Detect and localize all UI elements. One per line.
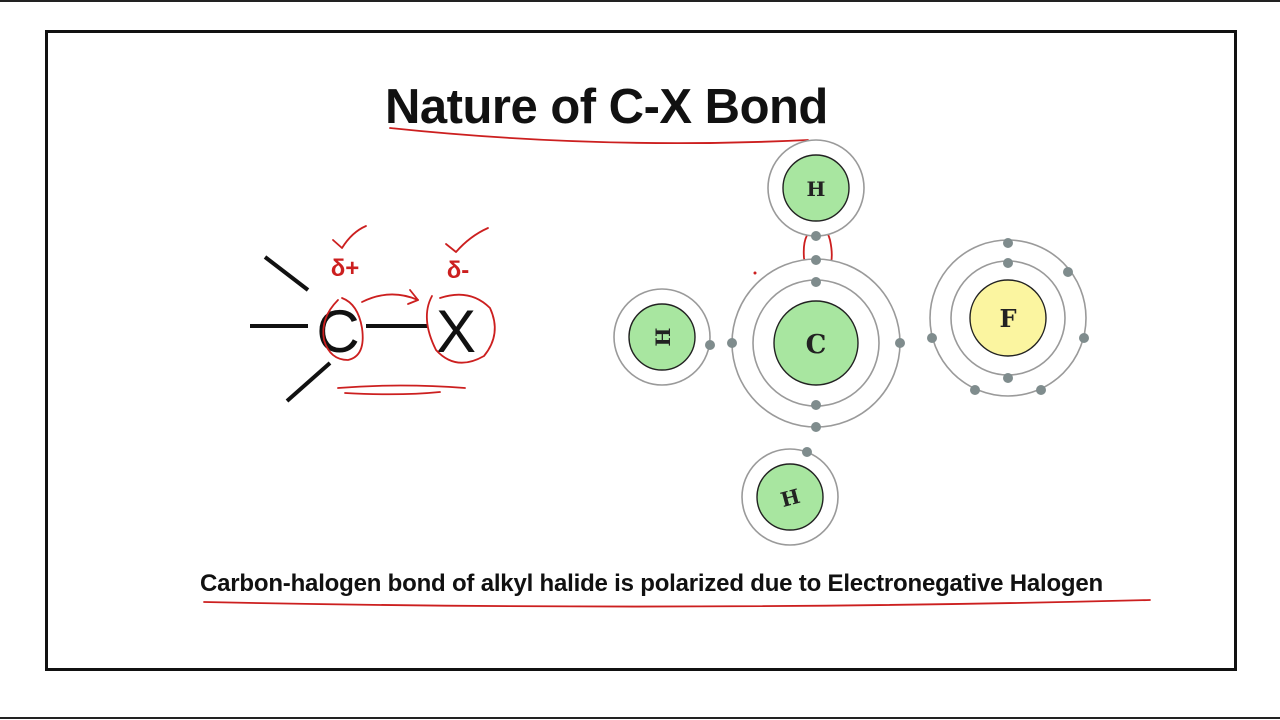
annotation-dot (753, 271, 757, 275)
partial-positive-label: δ+ (331, 255, 360, 282)
electron (1036, 385, 1046, 395)
hydrogen-top-nucleus (782, 154, 850, 222)
bottom-border-line (0, 717, 1280, 719)
electron (802, 447, 812, 457)
check-mark-carbon (332, 225, 367, 249)
hydrogen-atom-left: H (613, 288, 711, 386)
electron (811, 422, 821, 432)
carbon-label: C (806, 330, 827, 360)
hydrogen-left-nucleus (628, 303, 696, 371)
cx-bond-diagram: C X δ+ δ- (250, 255, 476, 403)
bond-line-lower (285, 361, 332, 403)
halogen-circle (426, 293, 496, 364)
electron (1003, 258, 1013, 268)
top-border-line (0, 0, 1280, 2)
title-underline (389, 127, 809, 145)
electron (727, 338, 737, 348)
electron (811, 255, 821, 265)
hydrogen-top-label: H (807, 177, 826, 201)
hydrogen-atom-top: H (767, 139, 865, 237)
electron-shift-arrow (361, 293, 419, 303)
electron (927, 333, 937, 343)
caption-underline (203, 599, 1151, 608)
bohr-model-ch3f: H H H C F (613, 139, 1089, 546)
carbon-nucleus (773, 300, 859, 386)
fluorine-label: F (999, 304, 1016, 333)
fluorine-nucleus (969, 279, 1047, 357)
electron (970, 385, 980, 395)
fluorine-atom: F (929, 239, 1087, 397)
hydrogen-bottom-nucleus (756, 463, 824, 531)
carbon-atom: C (731, 258, 901, 428)
hydrogen-atom-bottom: H (741, 448, 839, 546)
bond-underline-2 (344, 391, 441, 396)
electron (1079, 333, 1089, 343)
bond-halogen-label: X (436, 298, 476, 365)
partial-negative-label: δ- (447, 257, 470, 284)
electron-shift-arrowhead (407, 289, 419, 305)
electron (811, 400, 821, 410)
electron (811, 231, 821, 241)
electron (1003, 373, 1013, 383)
carbon-circle (322, 297, 364, 361)
bond-line-upper (263, 255, 310, 292)
electron (895, 338, 905, 348)
bond-underline-1 (337, 384, 466, 389)
slide-title: Nature of C-X Bond (385, 80, 828, 134)
electron (705, 340, 715, 350)
electrons (705, 231, 1089, 457)
electron (1063, 267, 1073, 277)
electron (1003, 238, 1013, 248)
check-mark-halogen (445, 227, 489, 253)
slide-caption: Carbon-halogen bond of alkyl halide is p… (200, 570, 1103, 597)
electron (811, 277, 821, 287)
hydrogen-left-label: H (651, 328, 675, 347)
